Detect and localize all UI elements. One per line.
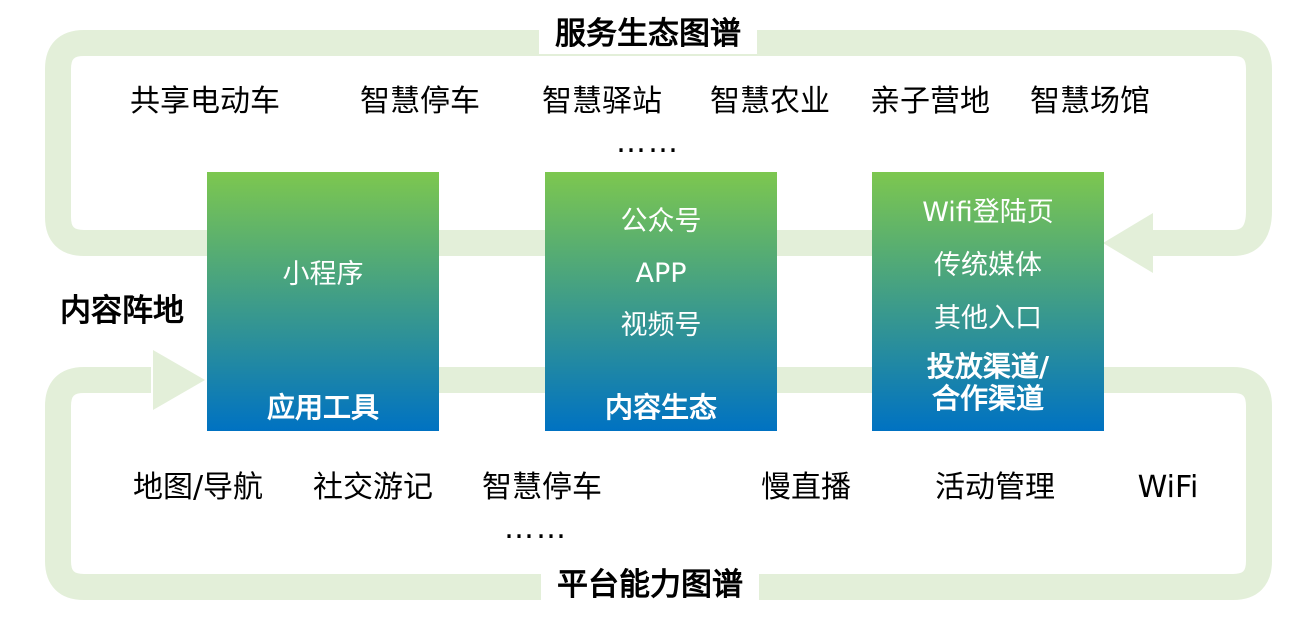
box-label-line: 内容生态	[604, 391, 717, 424]
bottom-item-4: 慢直播	[761, 470, 851, 505]
box-item: 小程序	[282, 259, 364, 290]
box-item: 视频号	[620, 310, 702, 341]
bottom-item-1: 地图/导航	[132, 470, 264, 505]
box-label-line: 应用工具	[266, 391, 379, 424]
box-app-tools-label: 应用工具	[207, 393, 439, 423]
box-item: 传统媒体	[934, 250, 1042, 281]
top-loop-arrowhead-icon	[1103, 213, 1153, 273]
top-item-1: 共享电动车	[130, 84, 280, 119]
left-side-label: 内容阵地	[60, 293, 184, 329]
top-item-4: 智慧农业	[710, 84, 830, 119]
top-item-5: 亲子营地	[870, 84, 990, 119]
box-app-tools-items: 小程序	[207, 249, 439, 301]
top-item-2: 智慧停车	[360, 84, 480, 119]
box-label-line: 合作渠道	[931, 382, 1044, 415]
top-item-3: 智慧驿站	[542, 84, 662, 119]
bottom-row-ellipsis: ……	[504, 511, 568, 546]
top-item-6: 智慧场馆	[1030, 84, 1150, 119]
bottom-loop-arrowhead-icon	[153, 350, 205, 410]
box-item: 其他入口	[934, 303, 1042, 334]
box-app-tools: 小程序 应用工具	[207, 172, 439, 431]
box-channels-label: 投放渠道/ 合作渠道	[872, 351, 1104, 415]
bottom-band-title: 平台能力图谱	[541, 565, 759, 605]
box-content-ecosystem-items: 公众号 APP 视频号	[545, 196, 777, 352]
top-row-ellipsis: ……	[616, 125, 680, 160]
bottom-item-6: WiFi	[1137, 470, 1199, 505]
bottom-item-2: 社交游记	[313, 470, 433, 505]
top-band-title: 服务生态图谱	[539, 14, 757, 54]
box-item: 公众号	[620, 206, 702, 237]
box-content-ecosystem: 公众号 APP 视频号 内容生态	[545, 172, 777, 431]
box-content-ecosystem-label: 内容生态	[545, 393, 777, 423]
box-item: APP	[635, 258, 687, 289]
box-label-line: 投放渠道/	[926, 350, 1050, 383]
box-channels: Wifi登陆页 传统媒体 其他入口 投放渠道/ 合作渠道	[872, 172, 1104, 431]
bottom-item-3: 智慧停车	[482, 470, 602, 505]
box-channels-items: Wifi登陆页 传统媒体 其他入口	[872, 186, 1104, 345]
box-item: Wifi登陆页	[922, 197, 1054, 228]
bottom-item-5: 活动管理	[935, 470, 1055, 505]
